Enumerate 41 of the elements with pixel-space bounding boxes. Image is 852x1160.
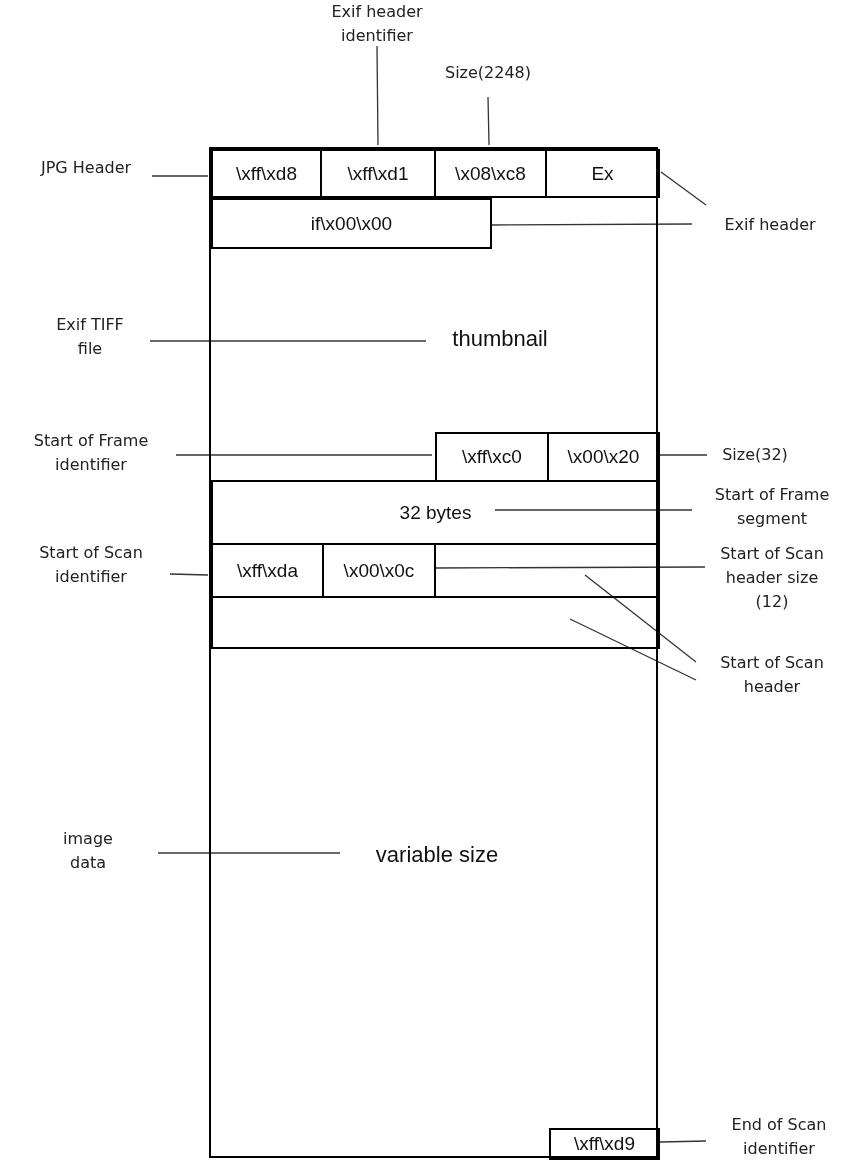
callout-label: End of Scan identifier [706,1113,852,1160]
callout-label: Size(2248) [438,60,538,86]
leader-line [376,45,379,146]
byte-field: \xff\xd9 [549,1128,660,1160]
leader-line [569,618,697,681]
callout-label: Exif header identifier [312,0,442,48]
callout-label: Exif TIFF file [45,313,135,361]
leader-line [659,1140,707,1143]
byte-field: \xff\xc0 [435,432,549,482]
segment-band: 32 bytes [211,480,660,545]
leader-line [169,573,209,576]
callout-label: Start of Frame segment [692,483,852,531]
segment-band [211,596,660,649]
leader-line [175,454,433,456]
byte-field: if\x00\x00 [211,198,492,249]
callout-label: Start of Frame identifier [8,429,174,477]
leader-line [149,340,427,342]
callout-label: Size(32) [710,442,800,468]
byte-field: \xff\xd1 [320,149,436,198]
callout-label: Start of Scan header size (12) [707,542,837,614]
leader-line [660,171,707,206]
leader-line [659,454,708,456]
byte-field: \x08\xc8 [434,149,547,198]
callout-label: Exif header [700,212,840,238]
leader-line [487,96,490,146]
leader-line [157,852,341,854]
segment-label: variable size [357,840,517,870]
callout-label: Start of Scan identifier [16,541,166,589]
leader-line [584,574,697,663]
leader-line [494,509,693,511]
byte-field: \xff\xd8 [211,149,322,198]
callout-label: Start of Scan header [692,651,852,699]
leader-line [490,223,693,226]
file-structure-box [209,147,658,1158]
callout-label: image data [53,827,123,875]
leader-line [434,566,706,569]
byte-field: Ex [545,149,660,198]
callout-label: JPG Header [20,156,152,180]
leader-line [151,175,209,177]
byte-field: \x00\x20 [547,432,660,482]
segment-label: thumbnail [430,324,570,354]
